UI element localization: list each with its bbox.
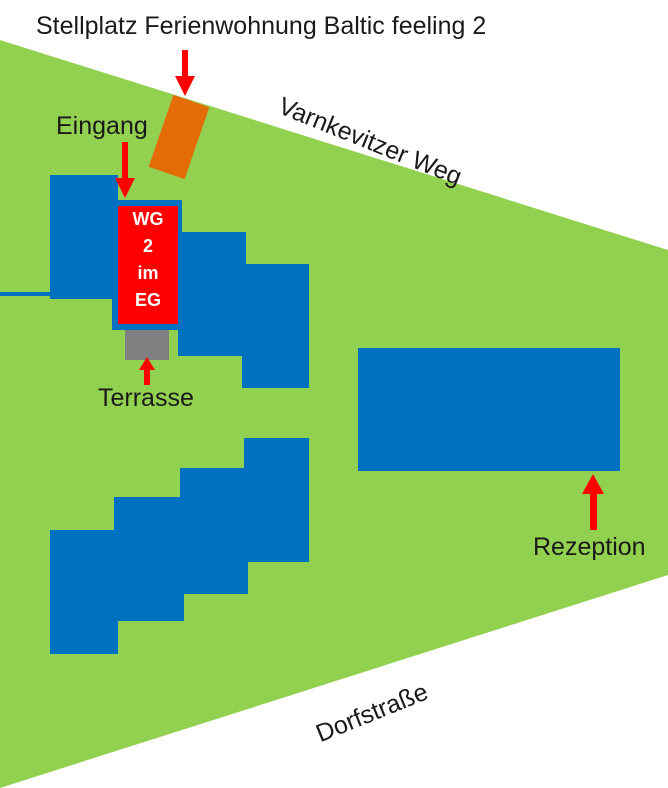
arrow-reception <box>582 474 604 530</box>
map-title: Stellplatz Ferienwohnung Baltic feeling … <box>36 12 487 40</box>
apartment-unit <box>118 206 178 324</box>
arrow-terrace <box>139 357 155 385</box>
unit-label-line: im <box>137 263 159 283</box>
arrow-entrance <box>115 142 135 198</box>
building-lower <box>50 438 309 654</box>
unit-label-line: WG <box>132 209 164 229</box>
unit-label-line: EG <box>134 290 161 310</box>
entrance-label: Eingang <box>56 112 148 140</box>
reception-building <box>358 348 620 471</box>
unit-label-line: 2 <box>142 236 153 256</box>
unit-label: WG 2 im EG <box>118 206 178 314</box>
arrow-parking <box>175 50 195 96</box>
terrace <box>125 330 169 360</box>
terrace-label: Terrasse <box>98 384 194 412</box>
parking-spot <box>148 94 210 180</box>
reception-label: Rezeption <box>533 533 646 561</box>
